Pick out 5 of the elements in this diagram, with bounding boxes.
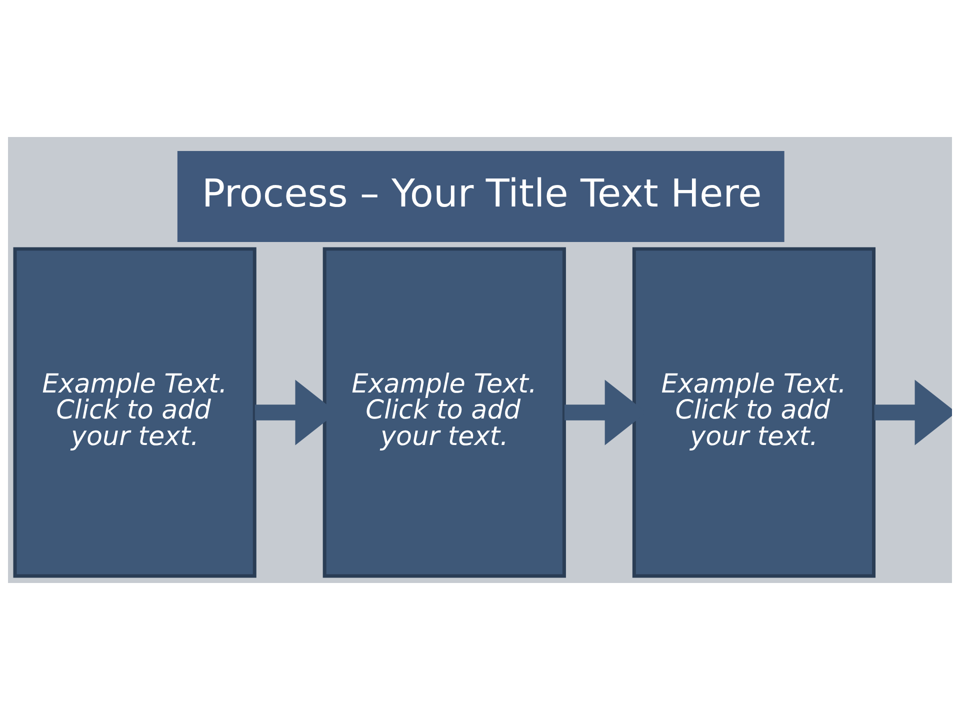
node-box: Example Text. Click to add your text.	[632, 247, 876, 578]
node-box: Example Text. Click to add your text.	[13, 247, 256, 578]
arrow	[874, 380, 952, 446]
diagram-title: Process – Your Title Text Here	[202, 171, 762, 216]
node-box: Example Text. Click to add your text.	[322, 247, 566, 578]
